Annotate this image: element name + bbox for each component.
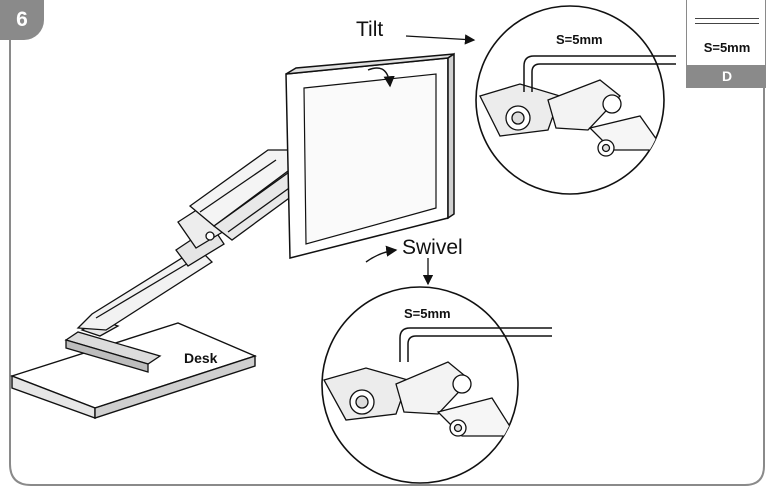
hex-wrench-bottom <box>399 327 552 362</box>
hex-wrench-top <box>523 55 676 92</box>
upper-arm <box>188 149 293 241</box>
desk-label: Desk <box>184 350 218 366</box>
desk <box>9 322 257 419</box>
wrench-size-top: S=5mm <box>556 32 603 47</box>
wrench-size-bottom: S=5mm <box>404 306 451 321</box>
part-size: S=5mm <box>703 40 751 55</box>
part-card: S=5mm D <box>686 0 766 88</box>
monitor <box>285 52 455 259</box>
tilt-arrow <box>367 67 395 88</box>
tilt-detail-callout <box>475 5 676 195</box>
frame-border <box>9 3 765 486</box>
swivel-detail-callout <box>321 286 552 484</box>
swivel-label: Swivel <box>402 236 463 259</box>
part-letter: D <box>687 65 766 87</box>
tilt-label: Tilt <box>356 18 384 41</box>
step-number-badge: 6 <box>0 0 44 40</box>
tilt-leader <box>405 34 476 45</box>
hex-key-icon <box>695 18 759 24</box>
swivel-arrow <box>365 245 398 263</box>
